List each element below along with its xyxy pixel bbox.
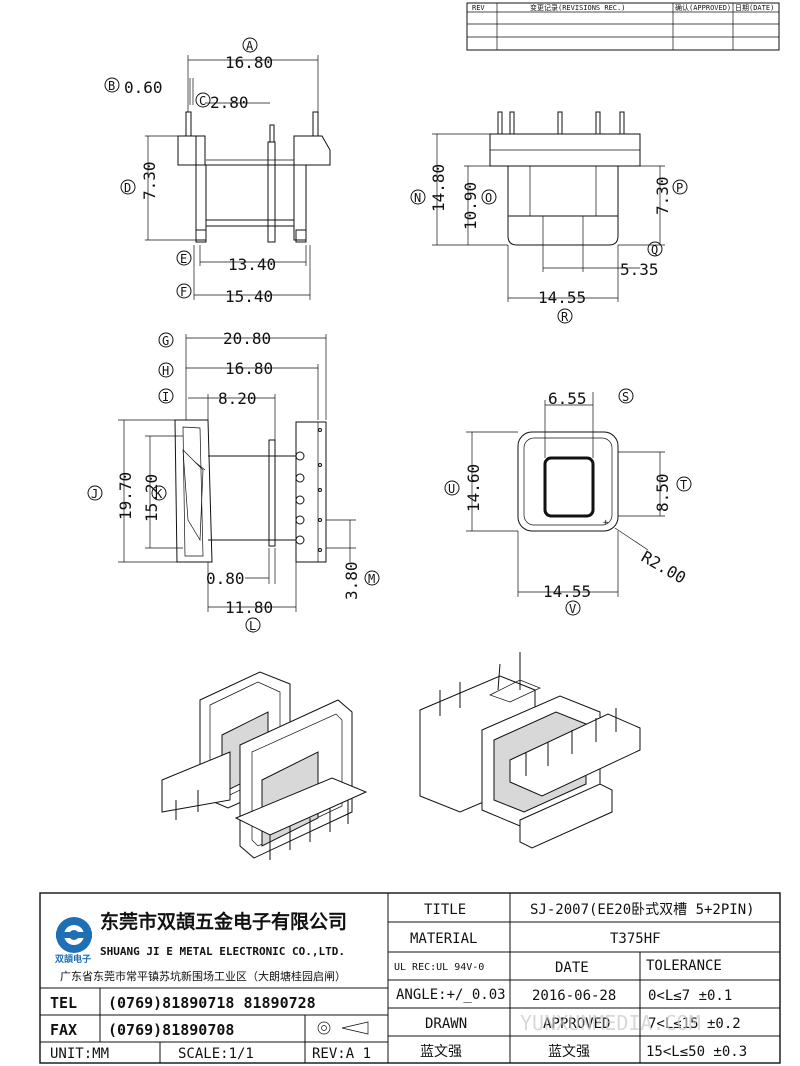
drawn-label: DRAWN xyxy=(425,1016,467,1032)
dim-T: 8.50 xyxy=(653,473,672,512)
projection-symbol xyxy=(317,1021,369,1035)
top-view: 20.80 16.80 8.20 19.70 15.20 0.80 11.80 … xyxy=(87,329,380,633)
approved-header: 确认(APPROVED) xyxy=(675,3,731,12)
label-B: B xyxy=(108,79,115,93)
label-K: K xyxy=(155,487,163,501)
dim-K: 15.20 xyxy=(142,474,161,522)
tel-label: TEL xyxy=(50,994,77,1012)
dim-E: 13.40 xyxy=(228,255,276,274)
label-J: J xyxy=(91,487,98,501)
rev-header: REV xyxy=(472,4,485,12)
label-A: A xyxy=(246,39,254,53)
dim-Q: 5.35 xyxy=(620,260,659,279)
end-view: + 6.55 14.60 8.50 14.55 R2.00 S U T V xyxy=(444,388,692,616)
scale-text: SCALE:1/1 xyxy=(178,1046,254,1062)
dim-O: 10.90 xyxy=(461,182,480,230)
dim-R: 14.55 xyxy=(538,288,586,307)
drawn-name: 蓝文强 xyxy=(420,1044,462,1060)
approved-name: 蓝文强 xyxy=(548,1044,590,1060)
company-name-en: SHUANG JI E METAL ELECTRONIC CO.,LTD. xyxy=(100,945,345,958)
label-V: V xyxy=(569,602,576,616)
fax-label: FAX xyxy=(50,1021,77,1039)
date-label: DATE xyxy=(555,960,589,976)
label-L: L xyxy=(249,619,256,633)
ul-rec: UL REC:UL 94V-0 xyxy=(394,962,484,973)
date-value: 2016-06-28 xyxy=(532,988,616,1004)
svg-text:+: + xyxy=(603,518,609,528)
dim-V: 14.55 xyxy=(543,582,591,601)
material-value: T375HF xyxy=(610,931,661,947)
dim-L2: 0.80 xyxy=(206,569,245,588)
rev-text: REV:A 1 xyxy=(312,1046,371,1062)
dim-G: 20.80 xyxy=(223,329,271,348)
dim-N: 14.80 xyxy=(429,164,448,212)
label-P: P xyxy=(676,181,683,195)
tolerance-label: TOLERANCE xyxy=(646,958,722,974)
dim-B: 0.60 xyxy=(124,78,163,97)
angle-text: ANGLE:+/_0.03 xyxy=(396,987,506,1003)
dim-F: 15.40 xyxy=(225,287,273,306)
tolerance-2: 7<L≤15 ±0.2 xyxy=(648,1016,741,1032)
fax-value: (0769)81890708 xyxy=(108,1021,234,1039)
dim-C: 2.80 xyxy=(210,93,249,112)
dim-L: 11.80 xyxy=(225,598,273,617)
title-label: TITLE xyxy=(424,902,466,918)
label-N: N xyxy=(414,191,421,205)
dim-M: 3.80 xyxy=(342,561,361,600)
title-block: 双頡电子 东莞市双頡五金电子有限公司 SHUANG JI E METAL ELE… xyxy=(39,892,781,1064)
label-F: F xyxy=(180,285,187,299)
company-logo: 双頡电子 xyxy=(55,917,92,965)
watermark: YUNXUNMEDIA.COM xyxy=(520,1011,701,1035)
label-M: M xyxy=(368,572,375,586)
dim-S: 6.55 xyxy=(548,389,587,408)
date-header: 日期(DATE) xyxy=(735,4,774,12)
label-D: D xyxy=(124,181,131,195)
dim-A: 16.80 xyxy=(225,53,273,72)
label-C: C xyxy=(199,94,206,108)
tolerance-1: 0<L≤7 ±0.1 xyxy=(648,988,732,1004)
revisions-header: 变更记录(REVISIONS REC.) xyxy=(530,3,625,12)
label-R: R xyxy=(561,310,569,324)
dim-radius: R2.00 xyxy=(638,547,689,588)
isometric-view-right xyxy=(419,652,641,849)
label-G: G xyxy=(162,334,169,348)
dim-D: 7.30 xyxy=(140,161,159,200)
tolerance-3: 15<L≤50 ±0.3 xyxy=(646,1044,747,1060)
unit-text: UNIT:MM xyxy=(50,1046,109,1062)
tel-value: (0769)81890718 81890728 xyxy=(108,994,316,1012)
label-U: U xyxy=(448,482,455,496)
revision-table: REV 变更记录(REVISIONS REC.) 确认(APPROVED) 日期… xyxy=(466,2,780,51)
logo-text: 双頡电子 xyxy=(55,953,91,965)
company-name-cn: 东莞市双頡五金电子有限公司 xyxy=(100,910,347,933)
dim-U: 14.60 xyxy=(464,464,483,512)
material-label: MATERIAL xyxy=(410,931,477,947)
front-view: 16.80 0.60 2.80 7.30 13.40 15.40 A B C D… xyxy=(104,37,331,306)
company-address: 广东省东莞市常平镇苏坑新围场工业区（大朗塘桂园启闸） xyxy=(60,969,346,983)
dim-P: 7.30 xyxy=(653,176,672,215)
label-E: E xyxy=(180,252,187,266)
label-O: O xyxy=(485,191,492,205)
label-S: S xyxy=(622,390,629,404)
dim-I: 8.20 xyxy=(218,389,257,408)
label-T: T xyxy=(680,478,687,492)
label-Q: Q xyxy=(651,243,658,257)
label-I: I xyxy=(162,390,169,404)
dim-J: 19.70 xyxy=(116,472,135,520)
approved-label: APPROVED xyxy=(543,1016,610,1032)
label-H: H xyxy=(162,364,169,378)
title-value: SJ-2007(EE20卧式双槽 5+2PIN) xyxy=(530,902,755,918)
dim-H: 16.80 xyxy=(225,359,273,378)
side-view: 14.80 10.90 7.30 5.35 14.55 N O P Q R xyxy=(410,111,688,324)
isometric-view-left xyxy=(161,671,368,860)
